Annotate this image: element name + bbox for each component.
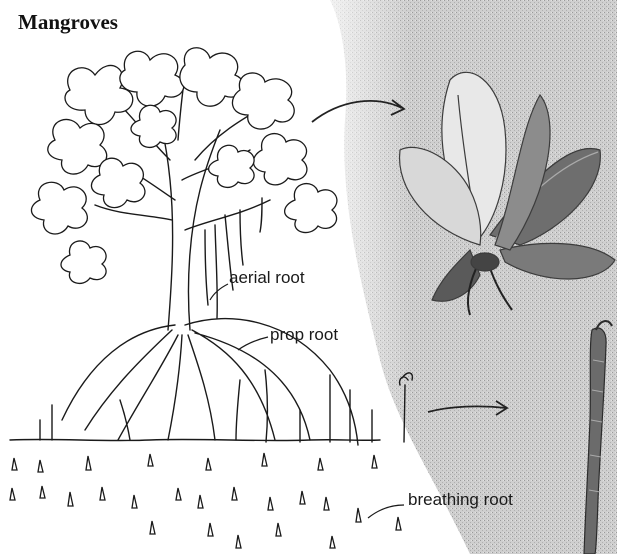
breathing-root-label: breathing root bbox=[408, 490, 513, 510]
page-title: Mangroves bbox=[18, 10, 118, 35]
prop-root-label: prop root bbox=[270, 325, 338, 345]
foliage bbox=[31, 48, 336, 284]
aerial-root-label: aerial root bbox=[229, 268, 305, 288]
